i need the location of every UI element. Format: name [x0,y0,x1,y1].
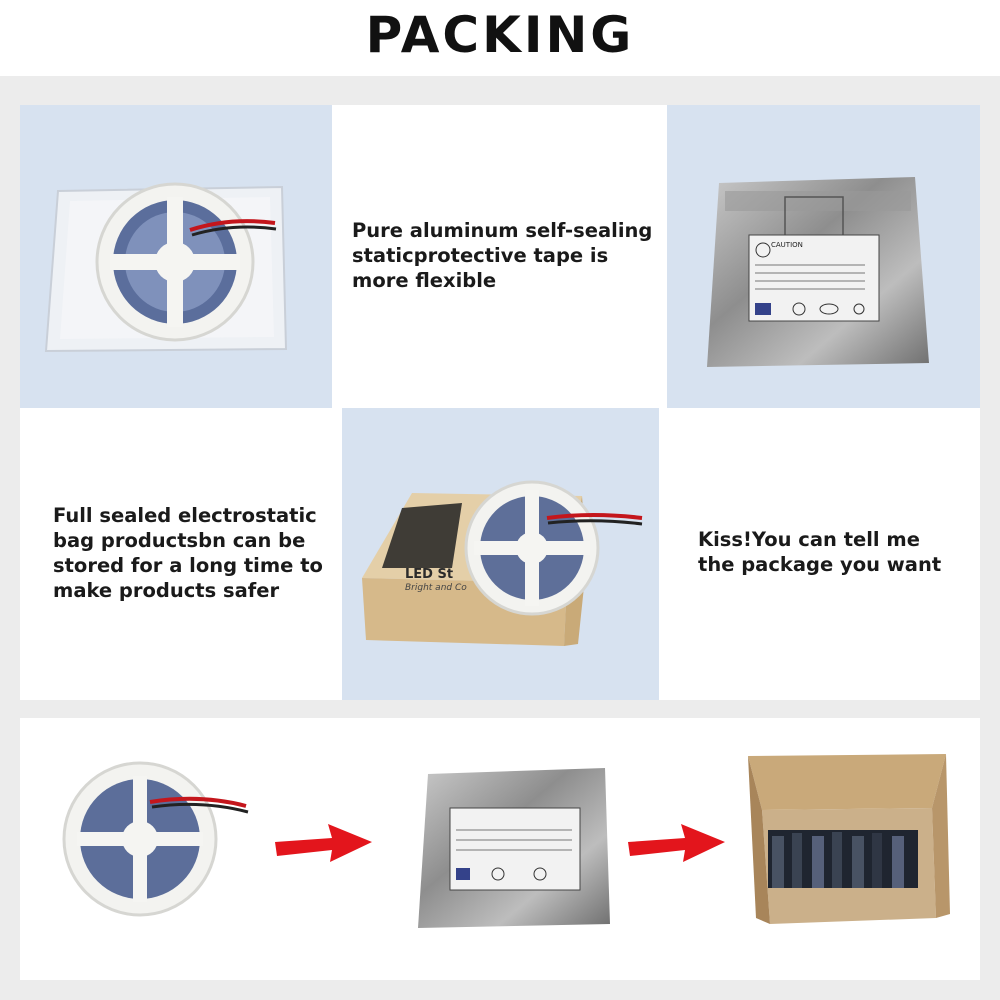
page-title: PACKING [365,6,635,64]
box-label-line2: Bright and Co [405,583,467,593]
panel-caption-foil: Pure aluminum self-sealing staticprotect… [332,105,667,408]
panel-packing-flow [20,718,980,980]
red-arrow-icon-2 [628,824,725,862]
caption-foil-bag: Pure aluminum self-sealing staticprotect… [352,219,653,292]
panel-caption-custom: Kiss!You can tell me the package you wan… [659,408,980,700]
caption-custom-package: Kiss!You can tell me the package you wan… [698,528,942,576]
foil-bag-icon [418,768,610,928]
gift-box-with-reel-icon: LED St Bright and Co [362,480,643,646]
box-label-line1: LED St [405,567,453,582]
panel-foil-bag: CAUTION [667,105,980,408]
title-band [0,0,1000,76]
foil-bag-icon: CAUTION [707,177,929,367]
red-arrow-icon [275,824,372,862]
packing-flow-illustration [62,754,950,928]
led-reel-icon [62,761,249,917]
panel-caption-sealed: Full sealed electrostatic bag productsbn… [20,408,342,700]
panel-reel-in-bag [20,105,332,408]
led-reel-in-clear-bag-icon [44,182,288,353]
bag-label-heading: CAUTION [771,241,803,249]
shipping-carton-icon [748,754,950,924]
panel-gift-box: LED St Bright and Co [342,408,659,700]
caption-sealed-bag: Full sealed electrostatic bag productsbn… [53,504,323,602]
